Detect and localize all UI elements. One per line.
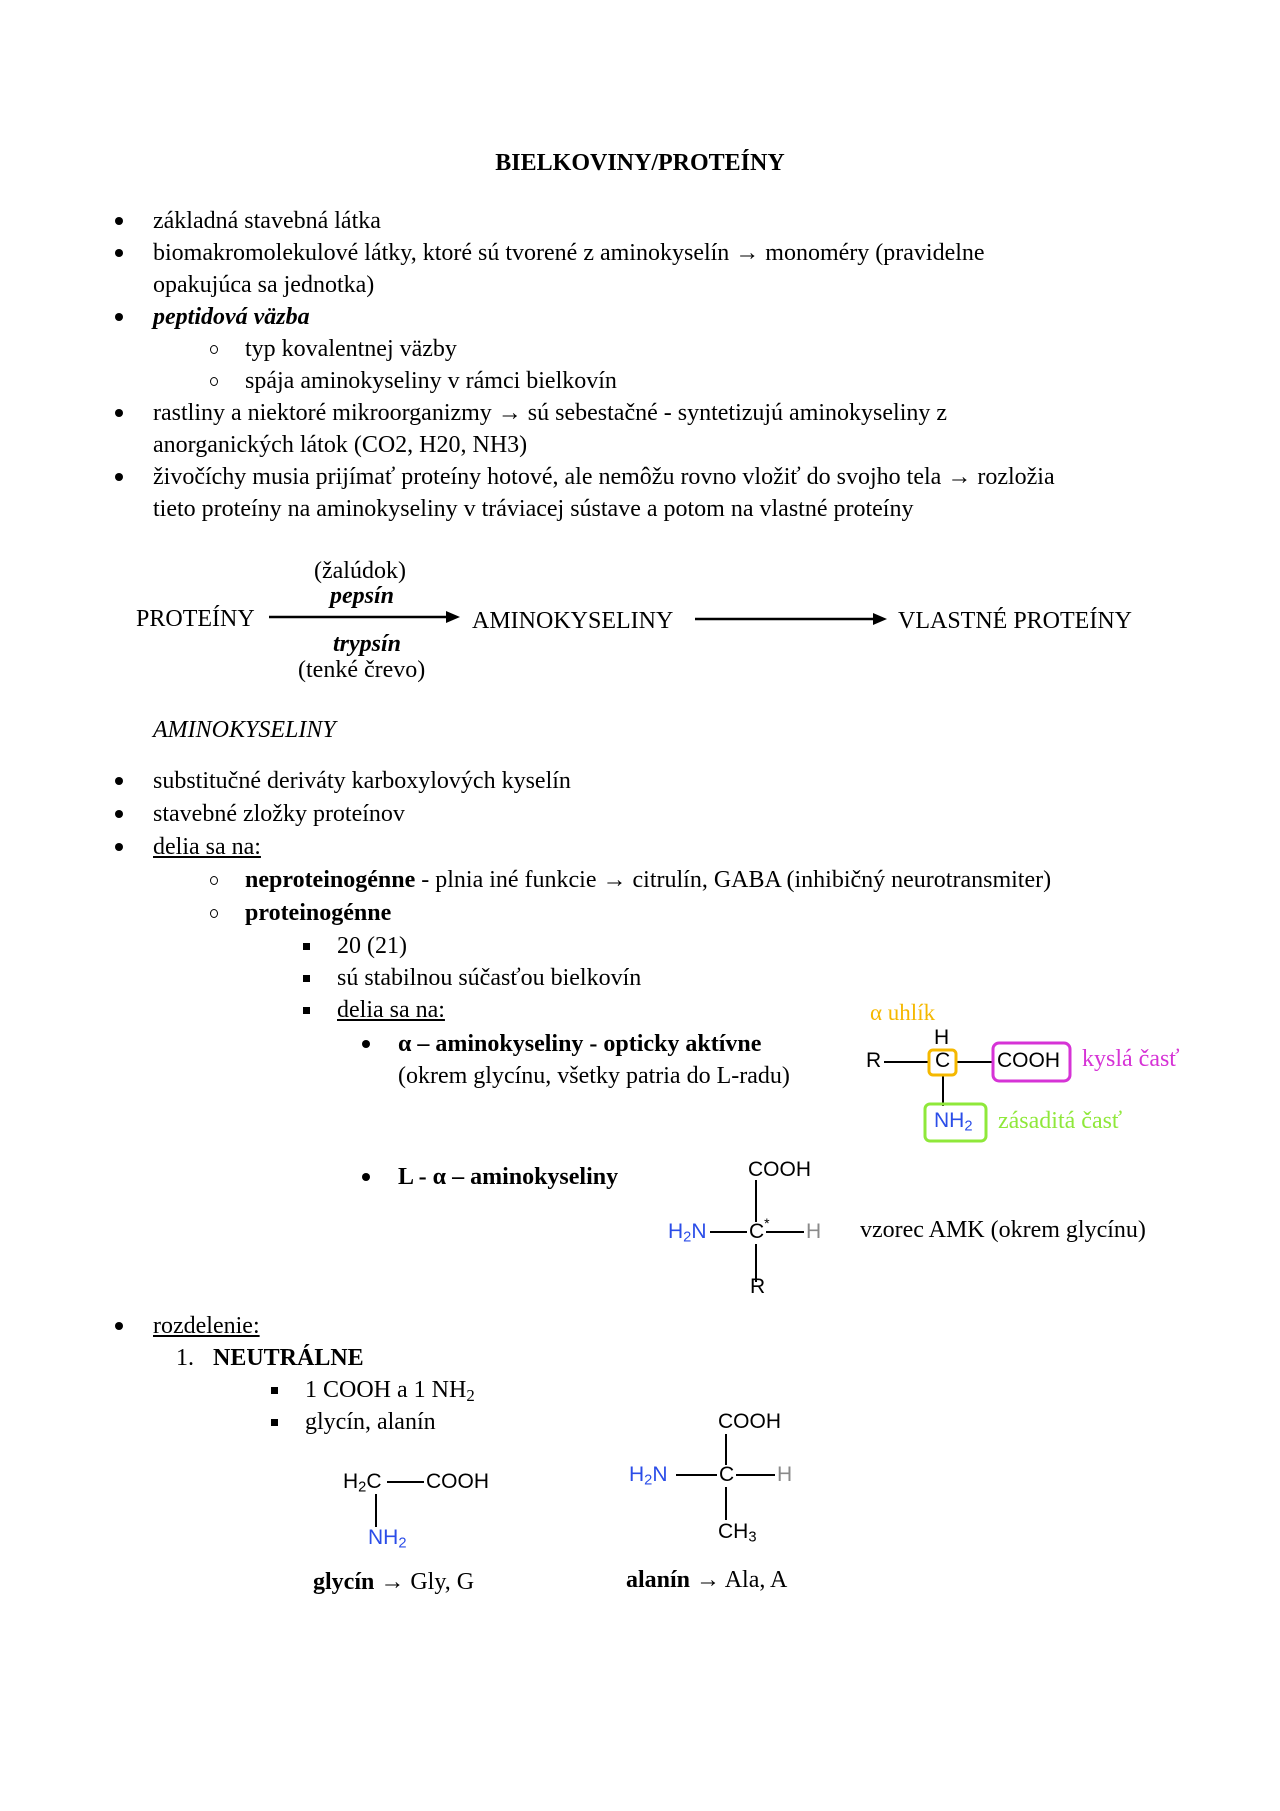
l-alpha-amino-acids-item: L - α – aminokyseliny: [398, 1164, 619, 1190]
formula-bonds: [710, 1180, 804, 1282]
stomach-label: (žalúdok): [314, 558, 406, 584]
sub-list-item: spája aminokyseliny v rámci bielkovín: [245, 368, 617, 394]
group-item: glycín, alanín: [305, 1409, 436, 1435]
sub-sub-item: delia sa na:: [337, 997, 445, 1023]
flow-start: PROTEÍNY: [136, 606, 255, 632]
list-item-continuation: opakujúca sa jednotka): [153, 272, 375, 298]
sub-list-item-nonproteinogenic: neproteinogénne - plnia iné funkcie → ci…: [245, 867, 1052, 893]
base-part-label: zásaditá časť: [998, 1108, 1123, 1134]
sub-sub-item: 20 (21): [337, 933, 407, 959]
list-item-peptide-bond: peptidová väzba: [153, 304, 310, 330]
alpha-amino-acids-note: (okrem glycínu, všetky patria do L-radu): [398, 1063, 790, 1089]
bullet-icon: [115, 217, 123, 225]
formula-top: COOH: [748, 1158, 811, 1181]
formula-caption: vzorec AMK (okrem glycínu): [860, 1217, 1146, 1243]
bullet-icon: [115, 249, 123, 257]
acid-part-label: kyslá časť: [1082, 1046, 1180, 1072]
bullet-icon: [115, 313, 123, 321]
group-item: 1 COOH a 1 NH2: [305, 1377, 475, 1406]
bullet-icon: [115, 409, 123, 417]
list-item: substitučné deriváty karboxylových kysel…: [153, 768, 571, 794]
small-intestine-label: (tenké črevo): [298, 657, 426, 683]
formula-right: H: [806, 1220, 822, 1243]
section-heading: AMINOKYSELINY: [153, 717, 336, 743]
alpha-carbon-label: α uhlík: [870, 1000, 936, 1025]
square-bullet-icon: [271, 1419, 278, 1426]
list-item: biomakromolekulové látky, ktoré sú tvore…: [153, 240, 985, 266]
list-item: stavebné zložky proteínov: [153, 801, 405, 827]
list-item: rastliny a niektoré mikroorganizmy → sú …: [153, 400, 948, 426]
structure-nh2: NH2: [934, 1109, 973, 1135]
list-item-continuation: tieto proteíny na aminokyseliny v trávia…: [153, 496, 914, 522]
alanine-h: H: [777, 1463, 793, 1486]
list-item: živočíchy musia prijímať proteíny hotové…: [153, 464, 1055, 490]
circle-bullet-icon: [210, 377, 218, 386]
alanine-bonds: [676, 1434, 775, 1520]
circle-bullet-icon: [210, 909, 218, 918]
pepsin-label: pepsín: [330, 583, 395, 609]
alpha-amino-acids-item: α – aminokyseliny - opticky aktívne: [398, 1031, 762, 1057]
structure-cooh: COOH: [997, 1049, 1060, 1072]
structure-h: H: [934, 1026, 950, 1049]
formula-center: C*: [749, 1215, 770, 1243]
alanine-c: C: [719, 1463, 735, 1486]
bullet-icon: [115, 843, 123, 851]
structure-bonds: [884, 1041, 1072, 1143]
list-item: delia sa na:: [153, 834, 261, 860]
formula-left: H2N: [668, 1220, 707, 1246]
square-bullet-icon: [271, 1387, 278, 1394]
page-title: BIELKOVINY/PROTEÍNY: [495, 150, 785, 176]
group-number: 1.: [176, 1345, 194, 1371]
arrow-icon: [269, 611, 887, 625]
list-item: základná stavebná látka: [153, 208, 381, 234]
glycine-cooh: COOH: [426, 1470, 489, 1493]
sub-list-item-proteinogenic: proteinogénne: [245, 900, 392, 926]
square-bullet-icon: [303, 943, 310, 950]
flow-end: VLASTNÉ PROTEÍNY: [898, 608, 1132, 634]
square-bullet-icon: [303, 975, 310, 982]
structure-c: C: [935, 1049, 951, 1072]
circle-bullet-icon: [210, 345, 218, 354]
glycine-bonds: [375, 1481, 424, 1527]
formula-bottom: R: [750, 1275, 766, 1298]
bullet-icon: [362, 1040, 370, 1048]
alanine-cooh: COOH: [718, 1410, 781, 1433]
trypsin-label: trypsín: [333, 631, 402, 657]
bullet-icon: [115, 777, 123, 785]
sub-sub-item: sú stabilnou súčasťou bielkovín: [337, 965, 642, 991]
sub-list-item: typ kovalentnej väzby: [245, 336, 457, 362]
classification-heading: rozdelenie:: [153, 1313, 260, 1339]
structure-r: R: [866, 1049, 882, 1072]
bullet-icon: [362, 1173, 370, 1181]
bullet-icon: [115, 473, 123, 481]
bullet-icon: [115, 810, 123, 818]
glycine-caption: glycín → Gly, G: [313, 1569, 475, 1595]
bullet-icon: [115, 1322, 123, 1330]
list-item-continuation: anorganických látok (CO2, H20, NH3): [153, 432, 528, 458]
glycine-ch2: H2C: [343, 1470, 382, 1496]
alanine-ch3: CH3: [718, 1520, 757, 1546]
alanine-nh2: H2N: [629, 1463, 668, 1489]
alanine-caption: alanín → Ala, A: [626, 1567, 788, 1593]
glycine-nh2: NH2: [368, 1526, 407, 1552]
circle-bullet-icon: [210, 876, 218, 885]
square-bullet-icon: [303, 1007, 310, 1014]
flow-middle: AMINOKYSELINY: [472, 608, 674, 634]
group-name: NEUTRÁLNE: [213, 1345, 364, 1371]
